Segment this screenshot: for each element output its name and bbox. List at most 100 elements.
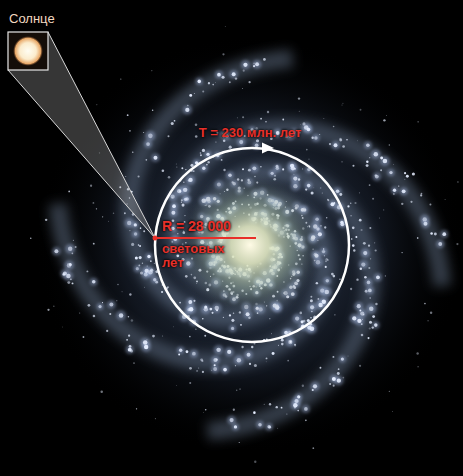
star: [82, 336, 84, 338]
star: [354, 202, 356, 204]
star: [66, 274, 71, 279]
star: [185, 108, 189, 112]
star: [53, 306, 54, 307]
star: [412, 172, 415, 175]
star-glow: [339, 356, 346, 363]
star-glow: [256, 421, 264, 429]
star: [139, 245, 141, 247]
star: [444, 198, 446, 200]
star: [100, 390, 103, 393]
star: [310, 296, 312, 298]
star: [223, 169, 225, 171]
star: [372, 198, 374, 200]
star: [266, 357, 268, 359]
star: [366, 161, 368, 163]
star: [323, 117, 325, 119]
star: [127, 221, 131, 225]
star: [208, 82, 210, 84]
star-glow: [234, 355, 244, 365]
star: [307, 184, 311, 188]
star: [363, 242, 366, 245]
star: [324, 226, 326, 228]
star: [269, 318, 270, 319]
sun-position: [153, 236, 158, 241]
star: [143, 340, 148, 345]
star-glow: [312, 134, 320, 142]
star-glow: [144, 140, 152, 148]
star: [125, 176, 126, 177]
star: [138, 244, 139, 245]
star: [240, 324, 242, 326]
star: [129, 345, 132, 348]
star: [329, 143, 331, 145]
star: [427, 320, 428, 321]
star: [402, 189, 406, 193]
star: [306, 149, 308, 151]
star: [438, 242, 442, 246]
star: [320, 187, 322, 189]
star: [380, 169, 382, 171]
star: [195, 135, 198, 138]
star: [102, 216, 103, 217]
star: [128, 316, 130, 318]
star-glow: [107, 300, 116, 309]
star: [360, 267, 363, 270]
star: [368, 337, 370, 339]
star: [224, 26, 226, 28]
star: [229, 81, 231, 83]
star: [369, 321, 372, 324]
star: [357, 319, 361, 323]
star: [410, 201, 412, 203]
star: [188, 178, 192, 182]
star: [187, 105, 188, 106]
star: [429, 204, 431, 206]
star: [302, 385, 304, 387]
star: [140, 227, 142, 229]
star: [417, 237, 419, 239]
star: [254, 364, 257, 367]
star-glow: [182, 196, 189, 203]
star: [383, 119, 385, 121]
star: [98, 305, 101, 308]
star: [343, 377, 345, 379]
star: [322, 300, 326, 304]
star-glow: [132, 230, 140, 238]
star: [276, 165, 279, 168]
star: [301, 320, 304, 323]
star: [179, 302, 181, 304]
star-glow: [366, 304, 376, 314]
star: [359, 365, 361, 367]
star: [234, 425, 237, 428]
star: [189, 303, 191, 305]
star-glow: [65, 244, 75, 254]
star: [305, 188, 307, 190]
star: [211, 312, 213, 314]
zoom-line: [8, 70, 155, 238]
star: [322, 192, 323, 193]
star: [109, 303, 113, 307]
star: [181, 167, 183, 169]
star: [361, 262, 365, 266]
star: [239, 442, 240, 443]
star: [189, 382, 191, 384]
star: [342, 104, 343, 105]
star: [456, 243, 458, 245]
star: [205, 409, 207, 411]
star: [270, 333, 272, 335]
star: [181, 199, 183, 201]
star: [119, 313, 123, 317]
star: [310, 317, 312, 319]
star: [68, 191, 70, 193]
star: [258, 423, 262, 427]
star: [369, 306, 374, 311]
star-glow: [328, 200, 337, 209]
star: [147, 255, 150, 258]
star: [357, 304, 361, 308]
star: [189, 367, 192, 370]
star-glow: [286, 337, 296, 347]
star: [237, 117, 238, 118]
star: [416, 352, 418, 354]
star: [151, 70, 153, 72]
star: [268, 426, 271, 429]
